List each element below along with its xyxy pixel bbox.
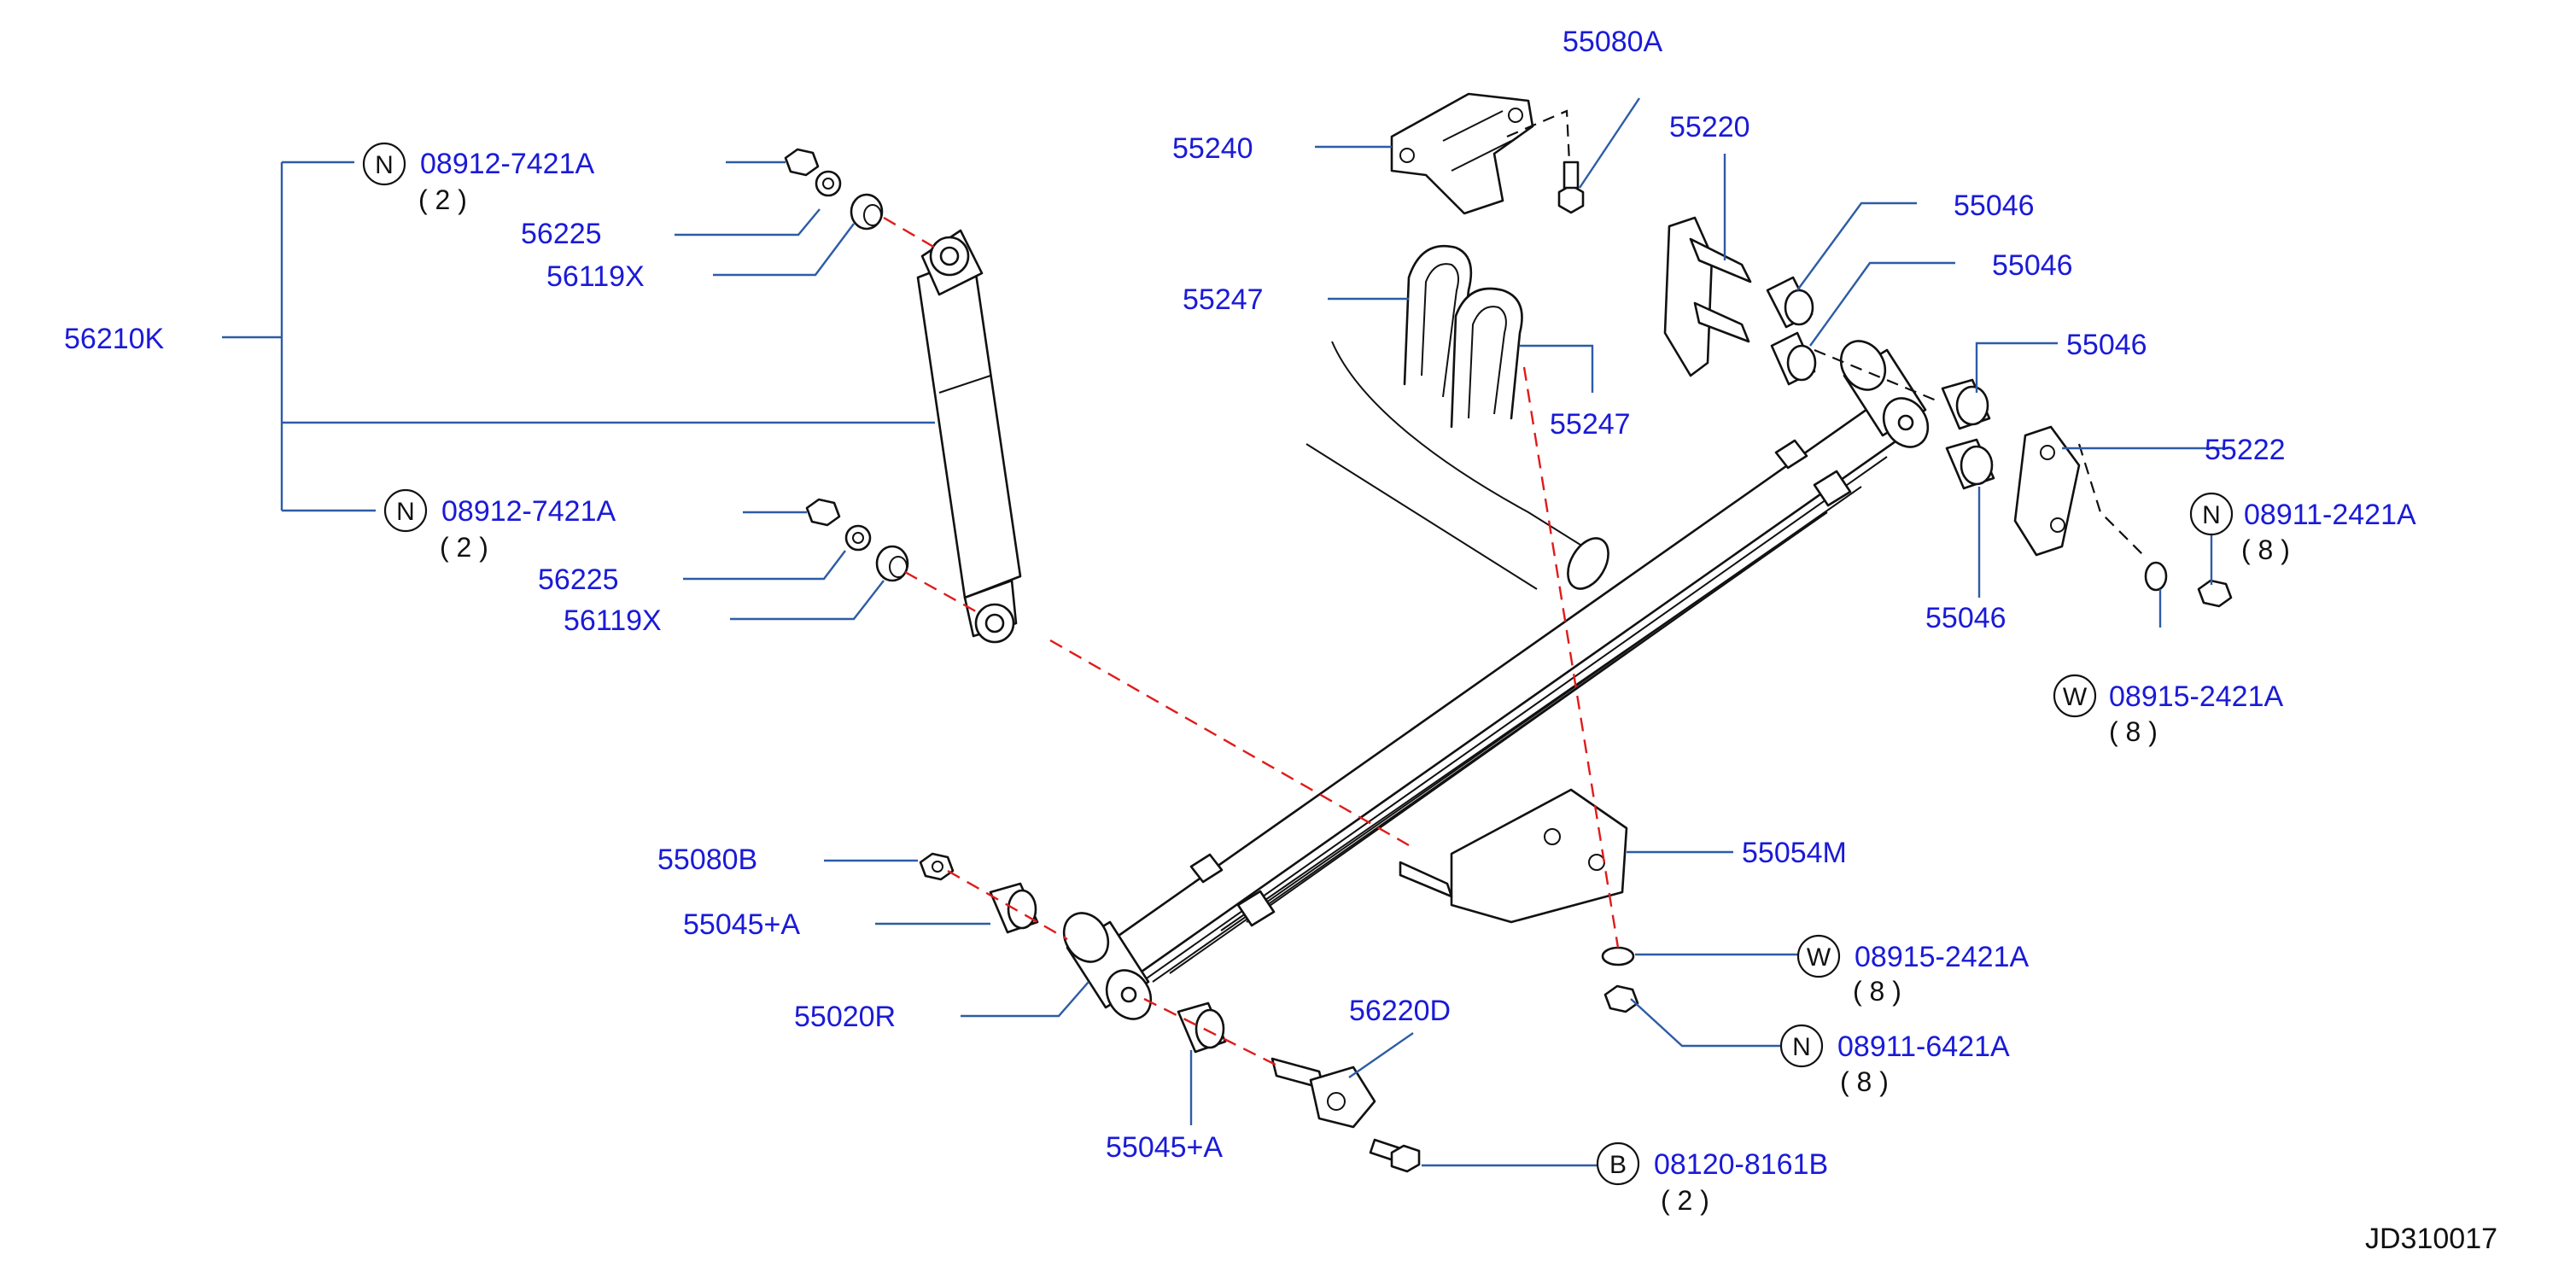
- upper-shock-hardware: [784, 148, 884, 231]
- svg-text:W: W: [1807, 943, 1831, 972]
- label-rear-bolt[interactable]: 08120-8161B: [1654, 1148, 1828, 1181]
- rear-bolt: [1369, 1138, 1421, 1173]
- symbol-rear-bolt: B: [1596, 1141, 1640, 1186]
- label-front-hanger[interactable]: 55220: [1669, 111, 1750, 143]
- label-u-bolt-left[interactable]: 55247: [1183, 283, 1264, 316]
- label-shackle-washer[interactable]: 08915-2421A: [2109, 680, 2284, 713]
- label-shackle-nut[interactable]: 08911-2421A: [2244, 499, 2416, 531]
- symbol-upper-nut: N: [362, 142, 406, 186]
- shackle-plate: [2013, 425, 2081, 557]
- label-upper-washer[interactable]: 56225: [521, 218, 602, 250]
- label-lower-nut[interactable]: 08912-7421A: [441, 495, 616, 528]
- u-bolt-right: [1450, 287, 1523, 429]
- label-bracket-bolt[interactable]: 55080A: [1563, 26, 1663, 58]
- seat-hardware: [1601, 946, 1639, 1013]
- label-bushing-b[interactable]: 55046: [1992, 249, 2073, 282]
- label-bracket[interactable]: 55240: [1172, 132, 1253, 165]
- label-upper-nut-qty: ( 2 ): [418, 184, 467, 215]
- label-shackle-plate[interactable]: 55222: [2205, 434, 2286, 466]
- label-spring-seat[interactable]: 55054M: [1742, 837, 1847, 869]
- svg-text:W: W: [2063, 683, 2088, 711]
- label-seat-washer-qty: ( 8 ): [1853, 976, 1901, 1007]
- label-seat-nut-qty: ( 8 ): [1840, 1066, 1889, 1097]
- label-shackle-washer-qty: ( 8 ): [2109, 716, 2158, 747]
- label-leaf-spring[interactable]: 55020R: [794, 1001, 896, 1033]
- label-rear-shackle[interactable]: 56220D: [1349, 995, 1451, 1027]
- label-u-bolt-right[interactable]: 55247: [1550, 408, 1631, 441]
- diagram-reference-code: JD310017: [2365, 1223, 2497, 1255]
- assembly-lines: [883, 216, 1620, 1069]
- label-lower-nut-qty: ( 2 ): [440, 532, 488, 563]
- rear-spring-eye: [1062, 912, 1153, 1020]
- svg-text:B: B: [1609, 1151, 1627, 1179]
- label-seat-nut[interactable]: 08911-6421A: [1837, 1031, 2010, 1063]
- label-bushing-c[interactable]: 55046: [2066, 329, 2147, 361]
- label-bushing-d[interactable]: 55046: [1925, 602, 2006, 634]
- rear-hardware: [919, 852, 1227, 1054]
- label-seat-washer[interactable]: 08915-2421A: [1855, 941, 2030, 973]
- shackle-hardware: [2144, 561, 2233, 608]
- label-shock-absorber[interactable]: 56210K: [64, 323, 165, 355]
- spring-seat: [1399, 788, 1628, 924]
- front-spring-eye: [1839, 340, 1930, 448]
- label-shackle-nut-qty: ( 8 ): [2241, 534, 2290, 565]
- label-rear-nut[interactable]: 55080B: [657, 844, 757, 876]
- symbol-seat-washer: W: [1796, 934, 1841, 978]
- bushings-front: [1766, 276, 1995, 490]
- svg-text:N: N: [1792, 1033, 1811, 1061]
- label-rear-bushing-outer[interactable]: 55045+A: [683, 908, 800, 941]
- leaf-spring-pack: [1062, 340, 1930, 1020]
- label-upper-bushing[interactable]: 56119X: [546, 260, 645, 293]
- front-hanger: [1663, 216, 1752, 377]
- mount-bracket: [1390, 92, 1534, 215]
- shock-absorber: [916, 229, 1022, 644]
- label-lower-washer[interactable]: 56225: [538, 563, 619, 596]
- label-upper-nut[interactable]: 08912-7421A: [420, 148, 595, 180]
- label-rear-bolt-qty: ( 2 ): [1661, 1185, 1709, 1216]
- label-rear-bushing-inner[interactable]: 55045+A: [1106, 1131, 1223, 1164]
- symbol-shackle-washer: W: [2053, 674, 2097, 718]
- leader-lines: [222, 97, 2228, 1167]
- symbol-seat-nut: N: [1779, 1024, 1824, 1068]
- frame-rail: [1306, 341, 1609, 590]
- symbol-shackle-nut: N: [2189, 492, 2234, 536]
- label-lower-bushing[interactable]: 56119X: [564, 604, 662, 637]
- rear-shackle: [1270, 1057, 1376, 1129]
- svg-text:N: N: [396, 498, 415, 526]
- symbol-lower-nut: N: [383, 488, 428, 533]
- svg-text:N: N: [2202, 501, 2221, 529]
- bracket-bolt: [1557, 161, 1585, 214]
- lower-shock-hardware: [805, 498, 909, 582]
- label-bushing-a[interactable]: 55046: [1954, 190, 2035, 222]
- svg-text:N: N: [375, 151, 394, 179]
